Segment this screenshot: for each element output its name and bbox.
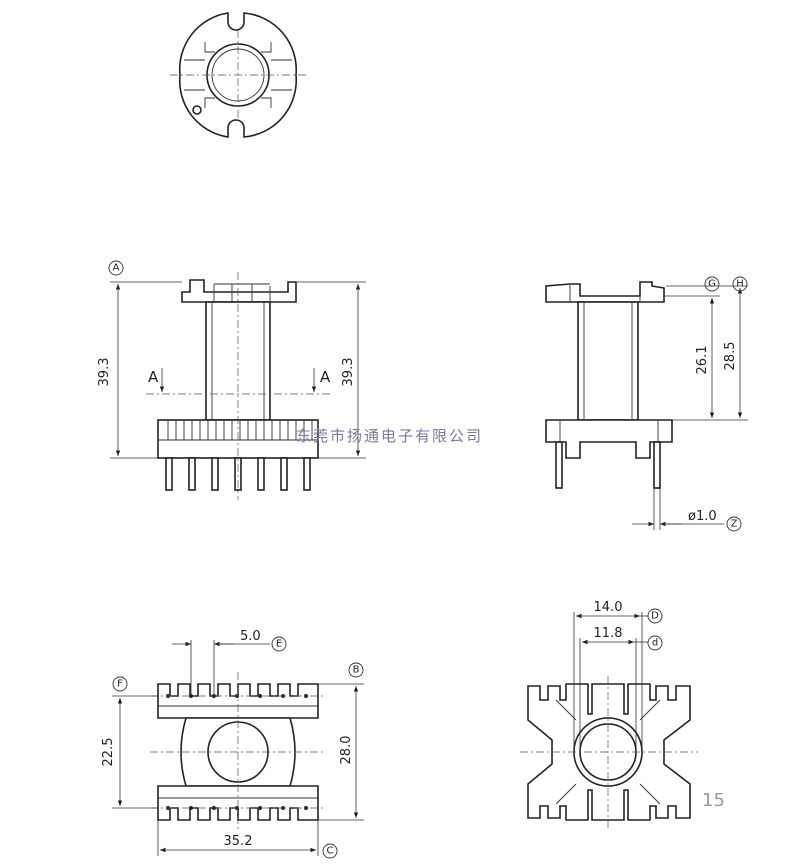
top-view-slots [184,59,292,91]
side-dim-inner-height-text: 26.1 [695,346,710,375]
ref-circle-h [732,276,748,292]
front-pin [280,457,288,491]
front-pin [234,457,242,491]
ref-label-e: E [276,639,282,650]
ref-circle-d-lower [647,635,663,651]
top-view-pin-marker [192,105,202,115]
ref-label-d-lower: d [652,638,658,649]
top-view [170,12,306,138]
section-label-right: A [320,368,331,386]
side-top-flange [545,281,665,303]
side-view: 26.1 28.5 G H ø1.0 Z [545,276,748,532]
front-pin [303,457,311,491]
top-view-flanges [204,42,272,108]
ref-label-c: C [327,846,334,857]
front-pin [211,457,219,491]
ref-circle-z [726,516,742,532]
side-dim-outer-height-text: 28.5 [723,342,738,371]
front-top-flange [181,279,297,303]
front-dim-height-right-text: 39.3 [341,358,356,387]
front-pin [188,457,196,491]
ref-circle-d-upper [647,608,663,624]
core-outer-text: 14.0 [594,600,623,615]
ref-circle-f [112,676,128,692]
front-view: 39.3 39.3 A A A [97,260,366,500]
side-pin-left [555,441,563,489]
section-label-left: A [148,368,159,386]
rowspace-text: 22.5 [101,738,116,767]
pin-dot [258,694,262,698]
front-pin [165,457,173,491]
core-inner-text: 11.8 [594,626,623,641]
front-top-flange-detail [213,283,271,302]
watermark-text: 东莞市扬通电子有限公司 [296,427,483,445]
bottom-view: 5.0 E 22.5 F 28.0 B 35.2 C [101,629,364,859]
ref-label-h: H [736,279,744,290]
width-text: 35.2 [224,834,253,849]
ref-circle-a [108,260,124,276]
ref-circle-b [348,662,364,678]
section-slot-lines [555,699,661,805]
front-pin [257,457,265,491]
ref-circle-g [704,276,720,292]
depth-text: 28.0 [339,736,354,765]
ref-label-g: G [708,279,716,290]
side-base-detail [559,420,659,442]
front-base-ribs [158,420,318,441]
pin-diameter-text: ø1.0 [688,509,717,524]
page-number: 15 [702,790,725,811]
ref-circle-c [322,843,338,859]
ref-label-a: A [113,263,120,274]
side-tube [577,301,639,421]
pitch-text: 5.0 [240,629,261,644]
side-base [545,419,673,459]
pin-dot [189,806,193,810]
ref-label-d-upper: D [651,611,659,622]
front-dim-height-left-text: 39.3 [97,358,112,387]
pin-dot [258,806,262,810]
side-pin-right [653,441,661,489]
ref-label-f: F [117,679,123,690]
section-view: 14.0 D 11.8 d [520,600,698,830]
front-pins [165,457,311,491]
ref-circle-e [271,636,287,652]
ref-label-b: B [353,665,360,676]
ref-label-z: Z [731,519,738,530]
